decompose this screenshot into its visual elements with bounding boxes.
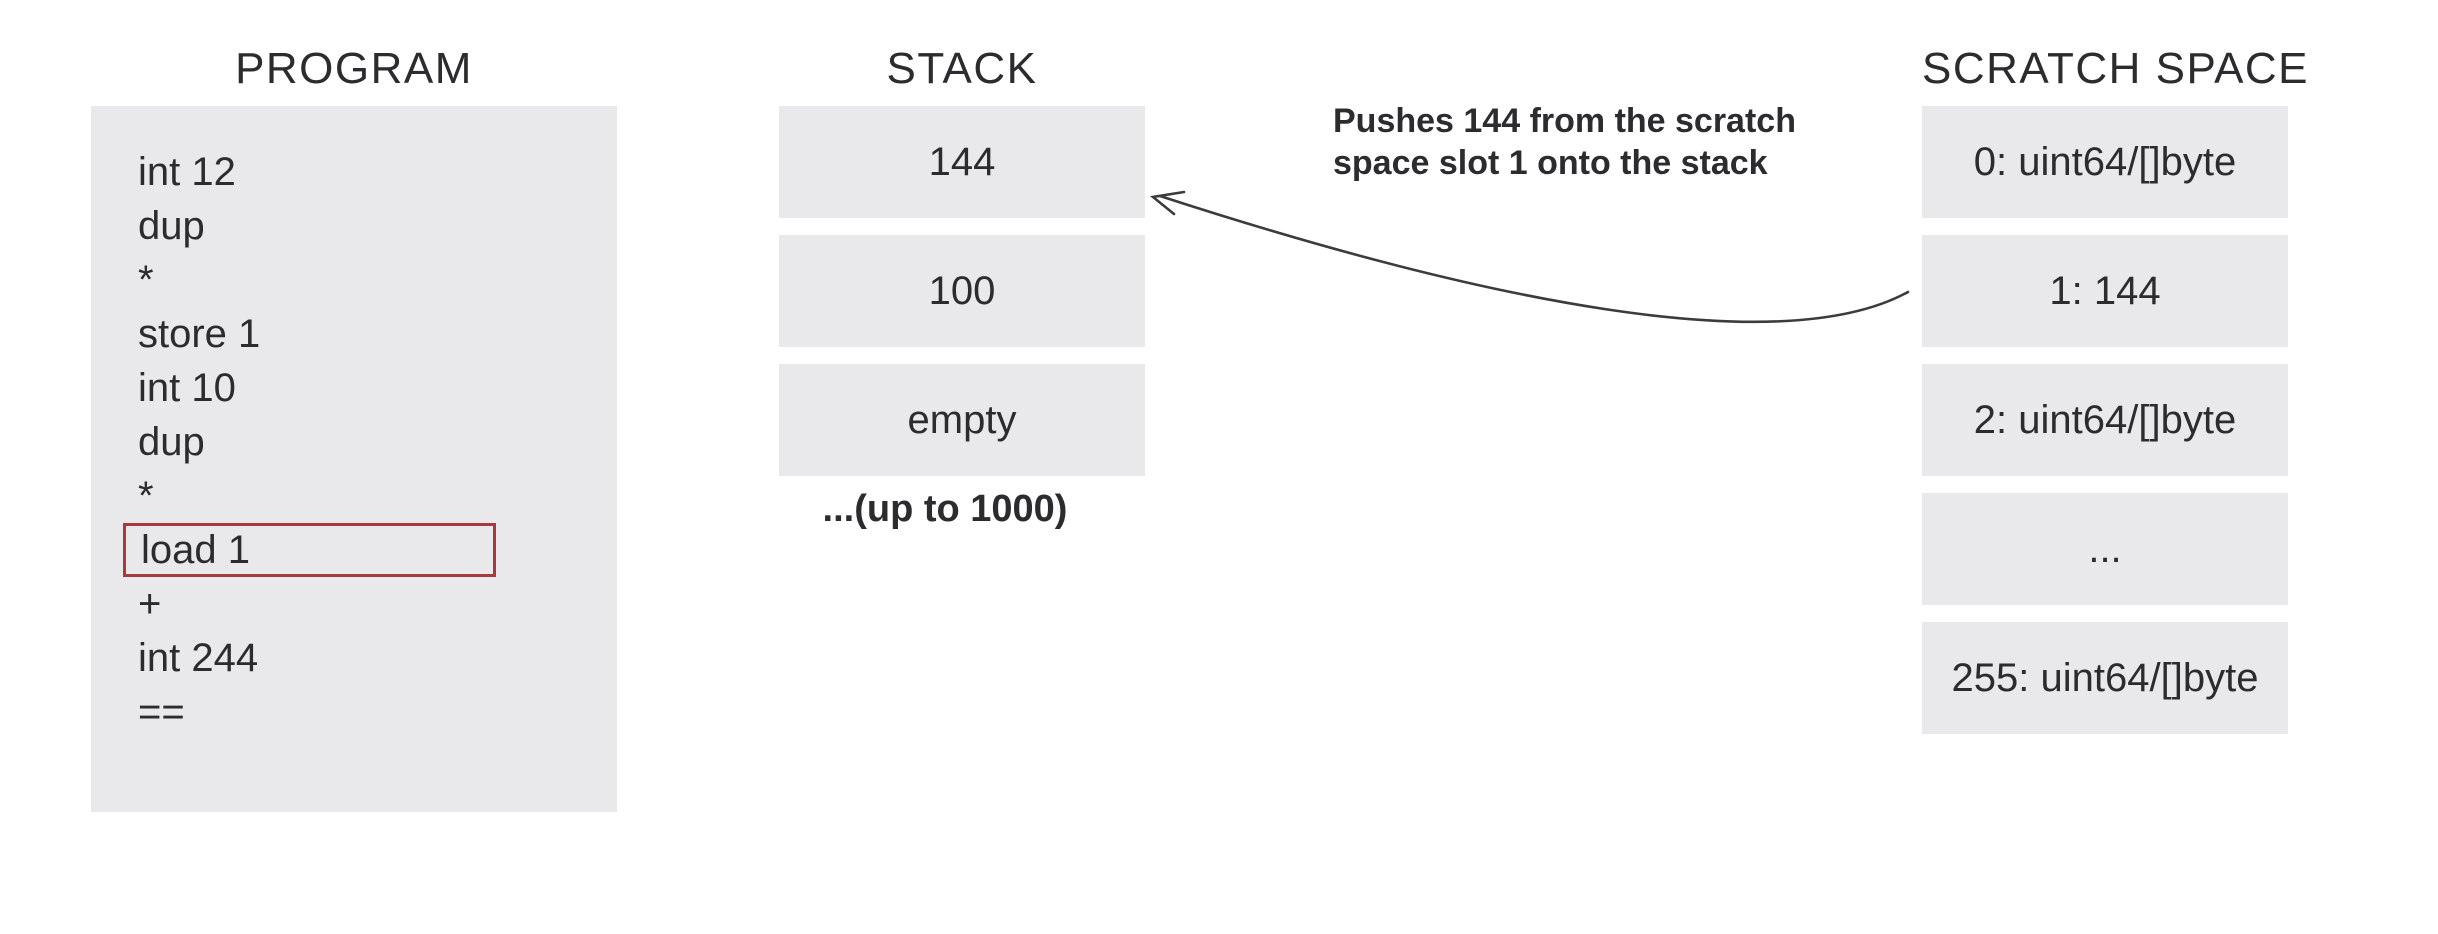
scratch-slot: 0: uint64/[]byte <box>1922 106 2288 218</box>
push-annotation-line2: space slot 1 onto the stack <box>1333 144 1768 182</box>
program-instruction: store 1 <box>138 311 261 356</box>
arrow-head <box>1149 190 1186 216</box>
push-annotation: Pushes 144 from the scratch space slot 1… <box>1333 100 1796 184</box>
arrow-curve <box>1158 194 1910 324</box>
program-instruction: int 12 <box>138 149 236 194</box>
stack-title: STACK <box>886 44 1038 93</box>
stack-slot: empty <box>779 364 1145 476</box>
stack-slot: 100 <box>779 235 1145 347</box>
program-instruction: + <box>138 581 162 626</box>
scratch-slot: 1: 144 <box>1922 235 2288 347</box>
program-title: PROGRAM <box>235 44 473 93</box>
scratch-slot: ... <box>1922 493 2288 605</box>
program-instruction: dup <box>138 203 205 248</box>
program-instruction: * <box>138 473 154 518</box>
program-instruction: * <box>138 257 154 302</box>
scratch-slot: 2: uint64/[]byte <box>1922 364 2288 476</box>
program-instruction: dup <box>138 419 205 464</box>
program-box: int 12 dup * store 1 int 10 dup * load 1+ int 24… <box>91 106 617 812</box>
scratch-slot: 255: uint64/[]byte <box>1922 622 2288 734</box>
push-annotation-line1: Pushes 144 from the scratch <box>1333 102 1796 140</box>
stack-slot: 144 <box>779 106 1145 218</box>
program-instruction: == <box>138 689 185 734</box>
program-instruction: int 244 <box>138 635 259 680</box>
program-instruction: int 10 <box>138 365 236 410</box>
scratch-space-title: SCRATCH SPACE <box>1922 44 2310 93</box>
program-instruction: load 1 <box>123 523 496 577</box>
stack-capacity-note: ...(up to 1000) <box>822 488 1068 530</box>
